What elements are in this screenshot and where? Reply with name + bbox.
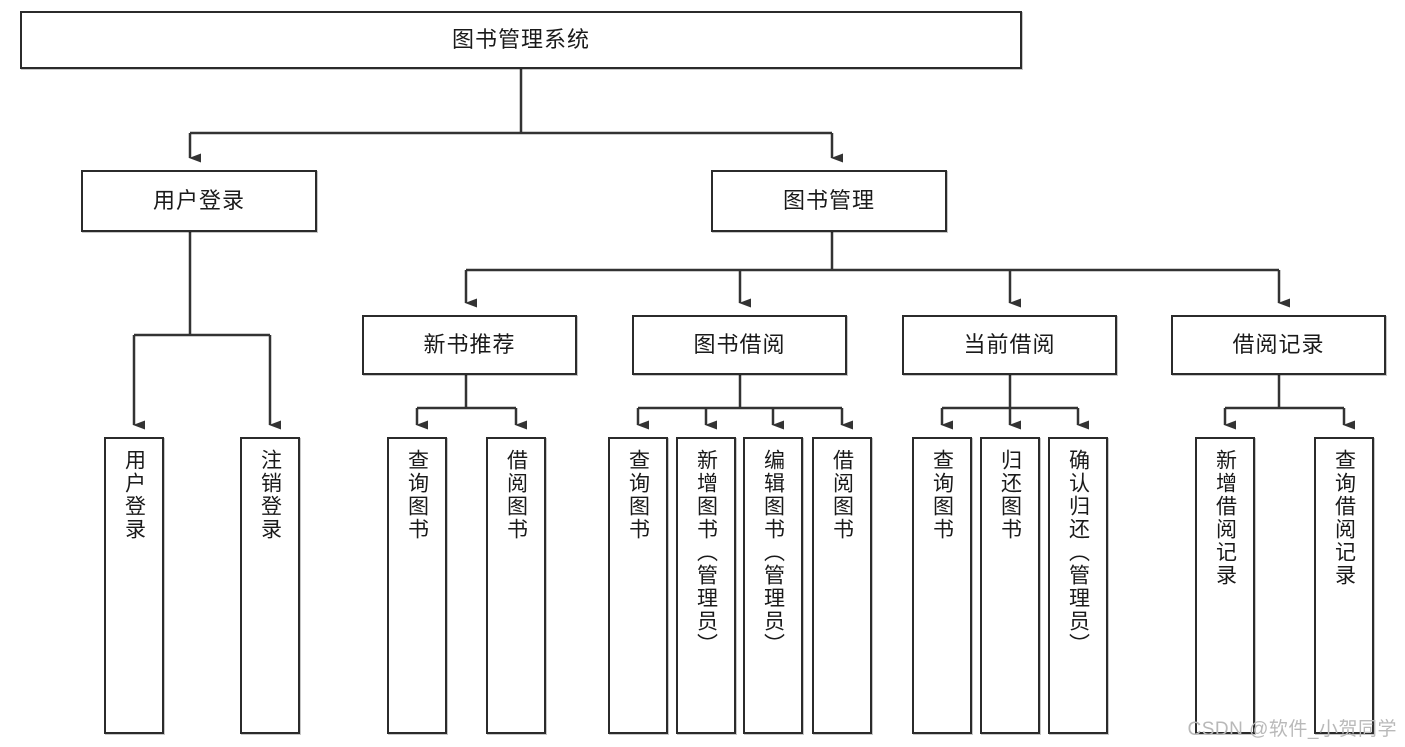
node-label: 图书借阅 (693, 332, 786, 358)
node-user-login[interactable]: 用户登录 (81, 170, 317, 232)
node-label: 用户登录 (122, 449, 146, 541)
leaf-record-query-borrow-record[interactable]: 查询借阅记录 (1314, 437, 1374, 734)
leaf-current-confirm-return-admin[interactable]: 确认归还（管理员） (1048, 437, 1108, 734)
leaf-user-login[interactable]: 用户登录 (104, 437, 164, 734)
node-new-book-recommend[interactable]: 新书推荐 (362, 315, 577, 375)
node-label: 借阅记录 (1232, 332, 1325, 358)
node-book-management[interactable]: 图书管理 (711, 170, 947, 232)
leaf-borrow-add-book-admin[interactable]: 新增图书（管理员） (676, 437, 736, 734)
node-label: 图书管理系统 (451, 27, 590, 53)
leaf-record-add-borrow-record[interactable]: 新增借阅记录 (1195, 437, 1255, 734)
node-label: 查询图书 (626, 449, 650, 541)
leaf-borrow-edit-book-admin[interactable]: 编辑图书（管理员） (743, 437, 803, 734)
node-label: 图书管理 (782, 188, 875, 214)
node-current-borrow[interactable]: 当前借阅 (902, 315, 1117, 375)
node-label: 当前借阅 (963, 332, 1056, 358)
node-label: 用户登录 (152, 188, 245, 214)
node-label: 新增图书（管理员） (694, 449, 718, 656)
node-label: 查询借阅记录 (1332, 449, 1356, 587)
leaf-current-query-book[interactable]: 查询图书 (912, 437, 972, 734)
node-book-borrow[interactable]: 图书借阅 (632, 315, 847, 375)
node-label: 借阅图书 (830, 449, 854, 541)
node-root-book-management-system[interactable]: 图书管理系统 (20, 11, 1022, 69)
leaf-logout-login[interactable]: 注销登录 (240, 437, 300, 734)
leaf-borrow-borrow-book[interactable]: 借阅图书 (812, 437, 872, 734)
node-label: 编辑图书（管理员） (761, 449, 785, 656)
leaf-newbook-query-book[interactable]: 查询图书 (387, 437, 447, 734)
leaf-current-return-book[interactable]: 归还图书 (980, 437, 1040, 734)
node-label: 归还图书 (998, 449, 1022, 541)
node-label: 确认归还（管理员） (1066, 449, 1090, 656)
node-label: 注销登录 (258, 449, 282, 541)
node-label: 新增借阅记录 (1213, 449, 1237, 587)
node-borrow-record[interactable]: 借阅记录 (1171, 315, 1386, 375)
node-label: 借阅图书 (504, 449, 528, 541)
node-label: 查询图书 (930, 449, 954, 541)
node-label: 新书推荐 (423, 332, 516, 358)
leaf-borrow-query-book[interactable]: 查询图书 (608, 437, 668, 734)
node-label: 查询图书 (405, 449, 429, 541)
leaf-newbook-borrow-book[interactable]: 借阅图书 (486, 437, 546, 734)
